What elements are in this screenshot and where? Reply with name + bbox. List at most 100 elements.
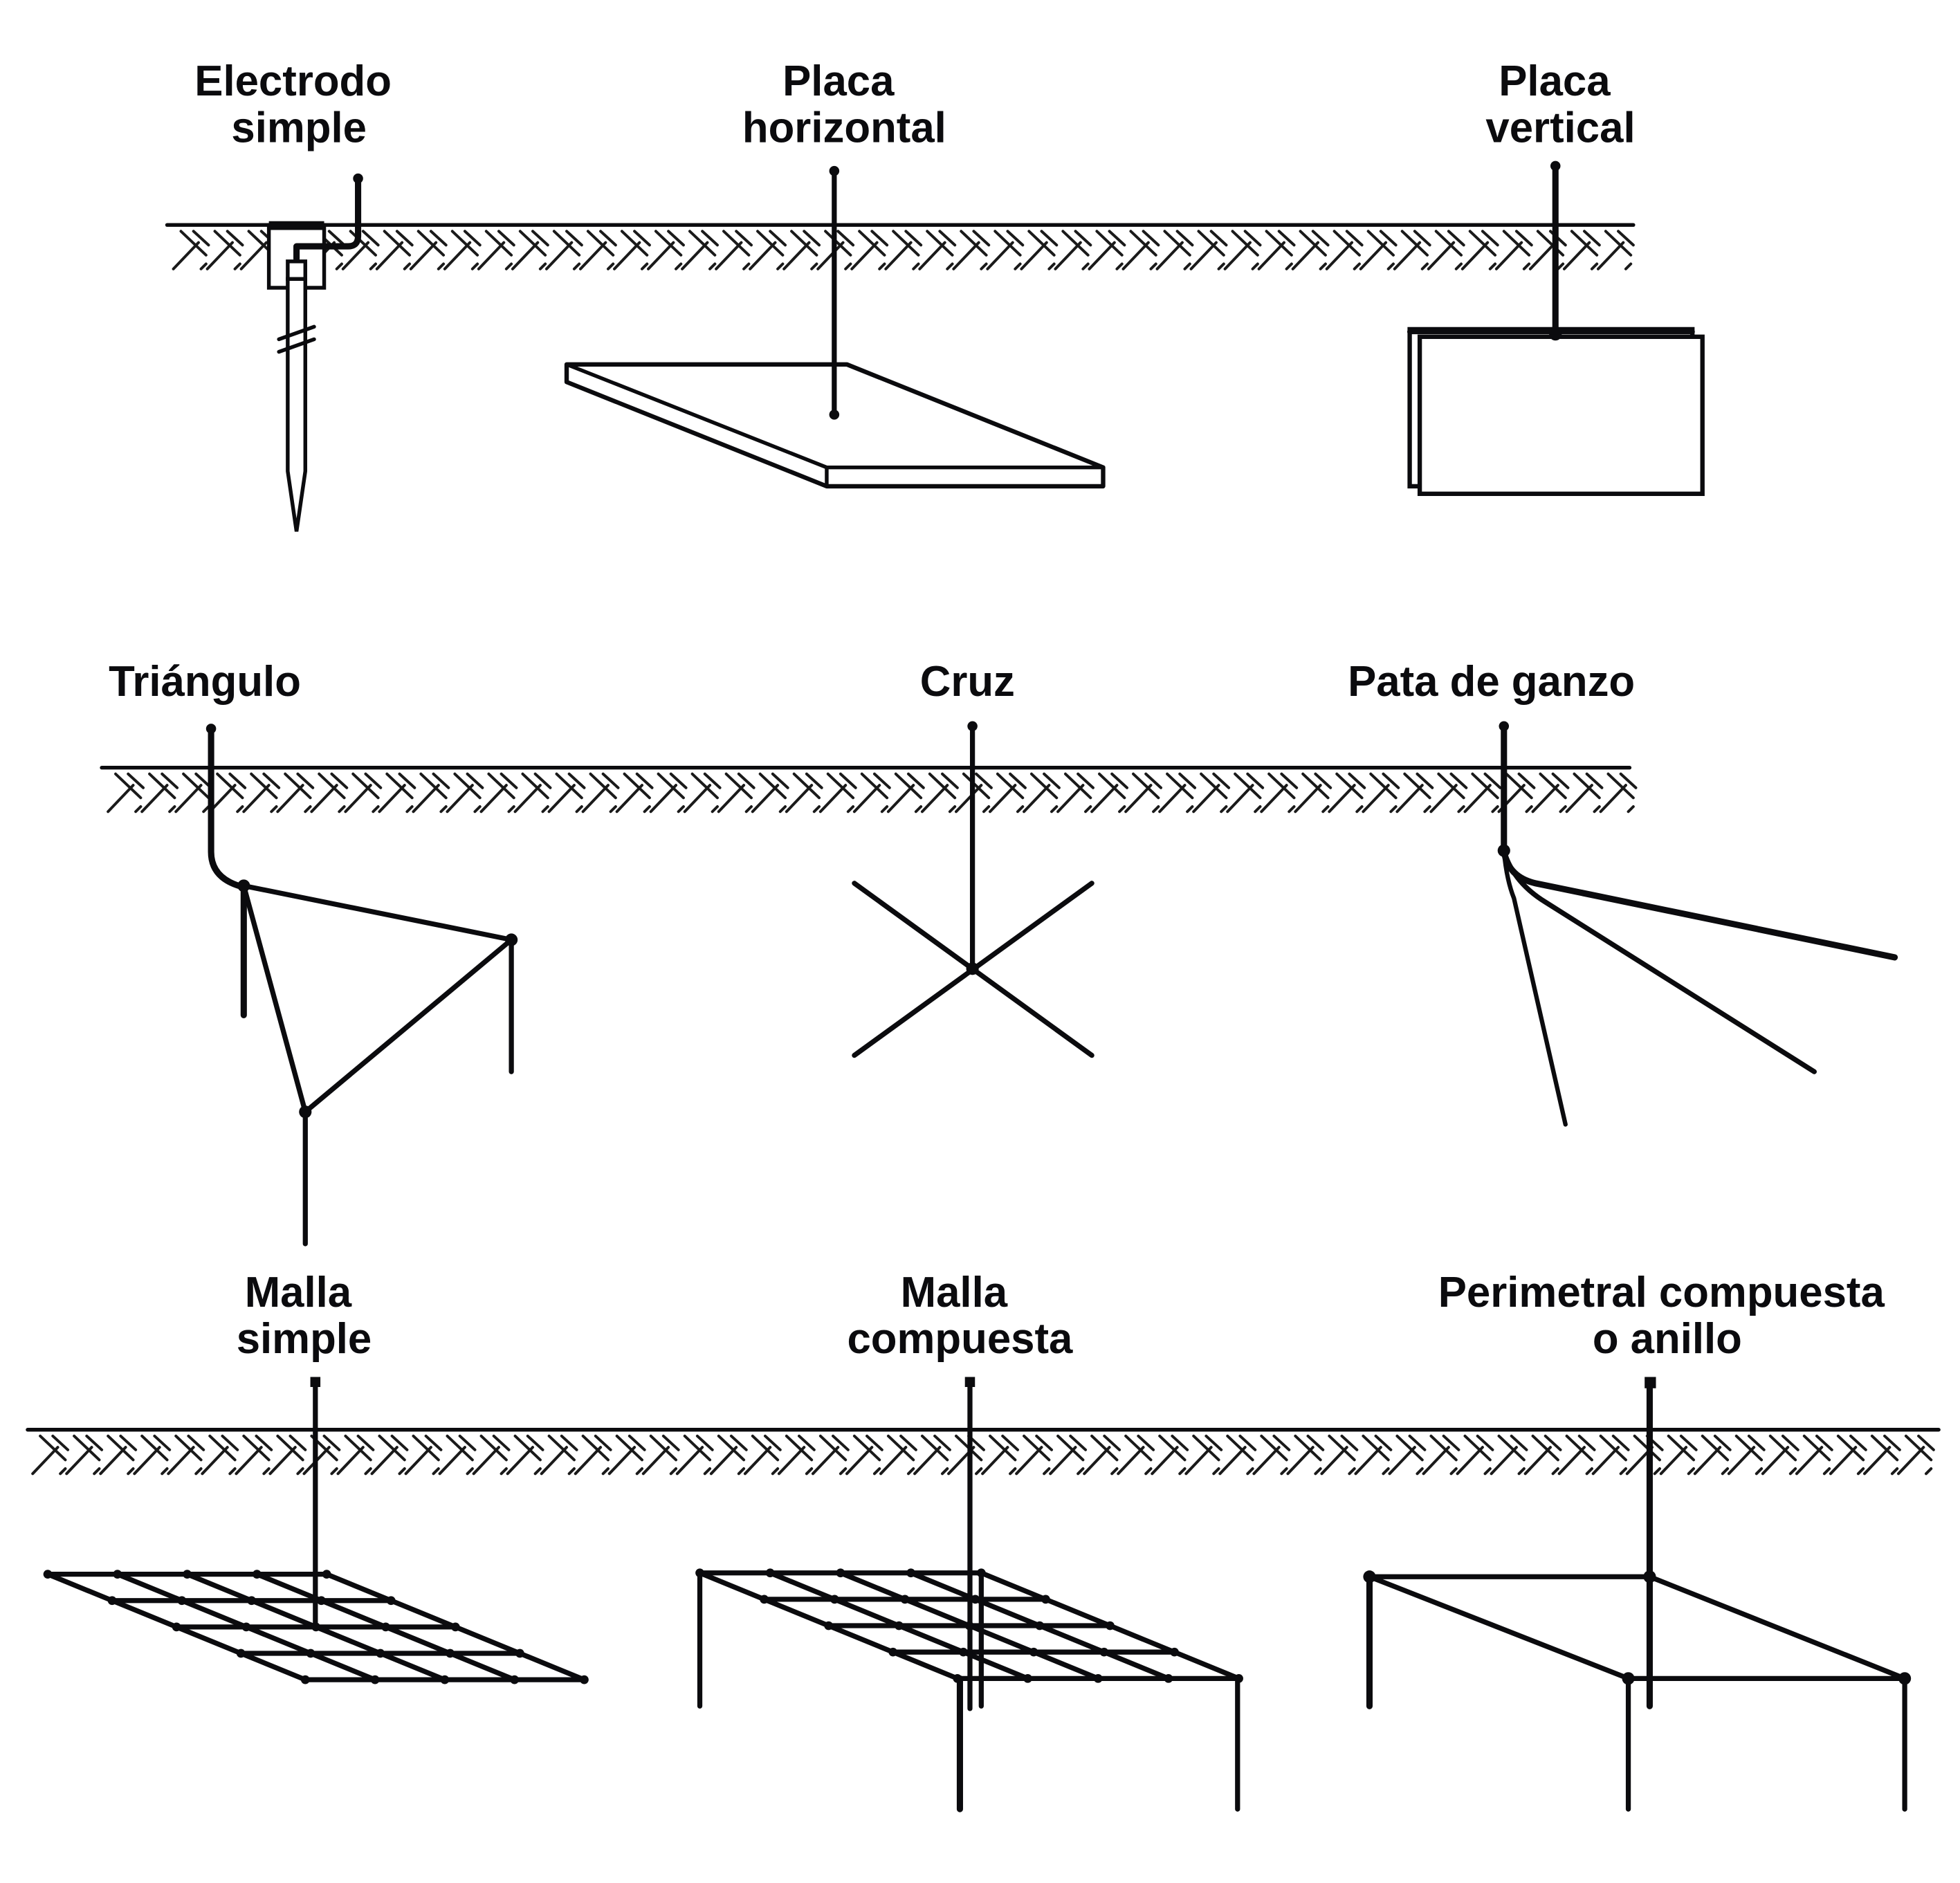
- ground-surface-row-3: [26, 1428, 1941, 1476]
- hatch-stroke: [751, 1434, 780, 1462]
- hatch-stroke: [785, 1434, 814, 1462]
- hatch-stroke: [1481, 230, 1499, 247]
- ground-surface-row-1: [165, 223, 1636, 270]
- hatch-stroke: [708, 262, 717, 270]
- hatch-stroke: [1454, 262, 1463, 270]
- hatch-stroke: [161, 772, 179, 789]
- hatch-stroke: [65, 1446, 93, 1476]
- hatch-stroke: [432, 1467, 440, 1476]
- hatch-stroke: [1423, 805, 1431, 814]
- hatch-stroke: [1528, 241, 1557, 270]
- mesh-node: [440, 1675, 450, 1684]
- hatch-stroke: [1049, 1446, 1077, 1476]
- hatch-stroke: [1223, 241, 1252, 270]
- hatch-stroke: [1687, 1467, 1696, 1476]
- hatch-stroke: [458, 1434, 477, 1451]
- mesh-node: [906, 1568, 915, 1578]
- mesh-node: [888, 1647, 898, 1657]
- hatch-stroke: [296, 1467, 304, 1476]
- hatch-stroke: [609, 805, 617, 814]
- hatch-stroke: [606, 262, 615, 270]
- hatch-stroke: [1226, 784, 1254, 814]
- hatch-stroke: [1422, 1446, 1450, 1476]
- hatch-stroke: [1142, 230, 1160, 247]
- hatch-stroke: [1184, 1446, 1213, 1476]
- hatch-stroke: [899, 1434, 917, 1451]
- hatch-stroke: [594, 1434, 612, 1451]
- hatch-stroke: [1544, 1434, 1562, 1451]
- hatch-stroke: [938, 230, 957, 247]
- hatch-stroke: [1389, 805, 1398, 814]
- hatch-stroke: [581, 784, 610, 814]
- hatch-stroke: [1624, 262, 1633, 270]
- hatch-stroke: [174, 784, 203, 814]
- hatch-stroke: [993, 230, 1022, 257]
- hatch-stroke: [547, 1434, 576, 1462]
- hatch-stroke: [262, 1467, 271, 1476]
- hatch-stroke: [344, 1434, 372, 1462]
- label-placa-horizontal: Placa horizontal: [742, 57, 946, 151]
- hatch-stroke: [946, 262, 954, 270]
- hatch-stroke: [756, 230, 785, 257]
- mesh-node: [322, 1570, 331, 1579]
- hatch-stroke: [669, 1467, 678, 1476]
- hatch-stroke: [1382, 1467, 1390, 1476]
- hatch-stroke: [1434, 230, 1463, 257]
- hatch-stroke: [255, 1434, 273, 1451]
- connection-wire: [208, 725, 242, 889]
- hatch-stroke: [906, 772, 925, 789]
- hatch-stroke: [201, 1446, 229, 1476]
- hatch-stroke: [443, 241, 472, 270]
- hatch-stroke: [1890, 1467, 1899, 1476]
- hatch-stroke: [1178, 772, 1197, 789]
- hatch-stroke: [1040, 230, 1059, 247]
- hatch-stroke: [1069, 1434, 1088, 1451]
- hatch-stroke: [1491, 805, 1499, 814]
- hatch-stroke: [635, 1467, 643, 1476]
- hatch-stroke: [790, 230, 818, 257]
- hatch-stroke: [826, 772, 855, 800]
- hatch-stroke: [1713, 1434, 1732, 1451]
- hatch-stroke: [846, 805, 855, 814]
- hatch-stroke: [1388, 1446, 1416, 1476]
- hatch-stroke: [1001, 1434, 1019, 1451]
- hatch-stroke: [904, 230, 923, 247]
- hatch-stroke: [1095, 230, 1124, 257]
- label-triangulo: Triángulo: [109, 658, 301, 706]
- hatch-stroke: [1183, 262, 1191, 270]
- hatch-stroke: [127, 772, 145, 789]
- hatch-stroke: [1460, 241, 1490, 270]
- hatch-stroke: [1505, 772, 1533, 800]
- hatch-stroke: [310, 784, 338, 814]
- hatch-stroke: [858, 230, 886, 257]
- mesh-node: [381, 1622, 390, 1632]
- hatch-stroke: [1488, 262, 1497, 270]
- hatch-stroke: [378, 1434, 406, 1462]
- hatch-stroke: [601, 772, 620, 789]
- hatch-stroke: [1403, 772, 1431, 800]
- hatch-stroke: [742, 262, 751, 270]
- hatch-stroke: [1904, 1434, 1933, 1462]
- hatch-stroke: [1429, 1434, 1458, 1462]
- hatch-stroke: [613, 241, 641, 270]
- hatch-stroke: [912, 262, 920, 270]
- hatch-stroke: [1565, 784, 1593, 814]
- hatch-stroke: [208, 1434, 237, 1462]
- hatch-stroke: [398, 1467, 406, 1476]
- hatch-stroke: [586, 230, 615, 257]
- hatch-stroke: [85, 1434, 104, 1451]
- mesh-node: [895, 1621, 904, 1631]
- hatch-stroke: [1118, 805, 1126, 814]
- hatch-stroke: [615, 1434, 643, 1462]
- hatch-stroke: [378, 784, 406, 814]
- mesh-node: [183, 1570, 192, 1579]
- hatch-stroke: [1155, 241, 1184, 270]
- hatch-stroke: [1559, 805, 1567, 814]
- hatch-stroke: [1288, 805, 1296, 814]
- hatch-stroke: [1335, 772, 1364, 800]
- hatch-stroke: [1897, 1446, 1925, 1476]
- hatch-stroke: [1056, 784, 1085, 814]
- hatch-stroke: [500, 772, 518, 789]
- hatch-stroke: [865, 1434, 883, 1451]
